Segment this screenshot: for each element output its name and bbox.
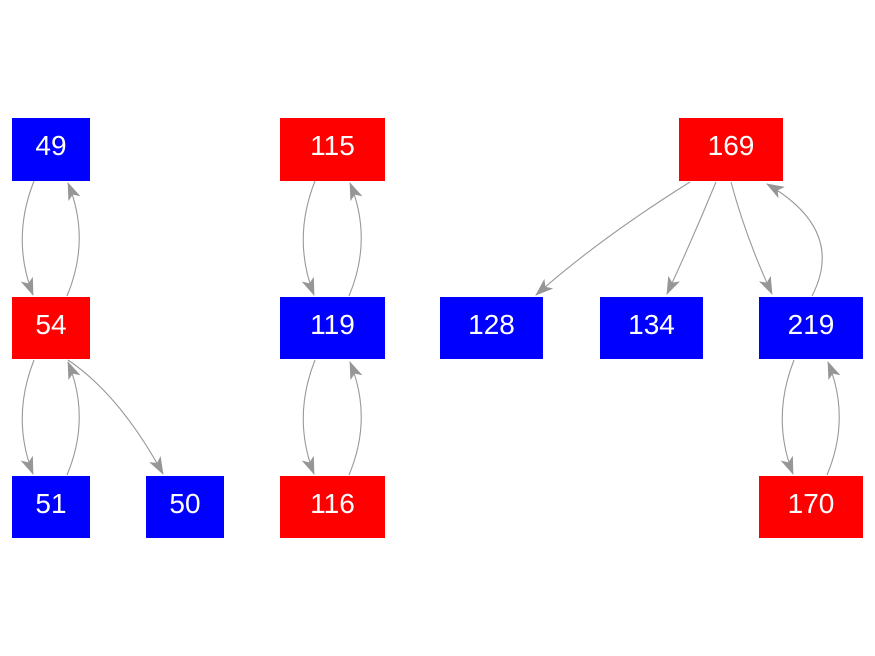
node-116: 116 xyxy=(280,476,385,538)
edge-169-128 xyxy=(535,181,691,296)
node-50: 50 xyxy=(146,476,224,538)
node-115: 115 xyxy=(280,118,385,181)
node-label: 119 xyxy=(310,308,355,340)
edge-115-119 xyxy=(301,180,316,296)
node-134: 134 xyxy=(600,297,703,359)
node-label: 116 xyxy=(310,487,355,519)
node-54: 54 xyxy=(12,297,90,359)
edge-51-54 xyxy=(66,361,81,476)
edge-219-169 xyxy=(766,183,823,297)
edge-54-51 xyxy=(20,359,35,475)
node-label: 170 xyxy=(787,487,835,519)
edge-54-49 xyxy=(66,182,81,297)
edge-119-115 xyxy=(348,182,363,297)
edge-54-50 xyxy=(67,359,164,475)
edge-170-219 xyxy=(826,361,841,476)
node-170: 170 xyxy=(759,476,863,538)
node-label: 51 xyxy=(35,487,67,519)
node-label: 219 xyxy=(787,308,835,340)
node-label: 54 xyxy=(35,308,67,340)
edge-169-219 xyxy=(730,181,773,295)
node-49: 49 xyxy=(12,118,90,181)
edge-116-119 xyxy=(348,361,363,476)
node-label: 134 xyxy=(628,308,675,340)
node-119: 119 xyxy=(280,297,385,359)
node-label: 128 xyxy=(468,308,515,340)
edge-119-116 xyxy=(301,359,316,475)
edge-169-134 xyxy=(666,181,717,295)
edge-219-170 xyxy=(780,359,795,475)
node-label: 115 xyxy=(310,130,355,161)
node-169: 169 xyxy=(679,118,783,181)
node-51: 51 xyxy=(12,476,90,538)
node-label: 49 xyxy=(35,130,67,161)
edge-49-54 xyxy=(20,180,35,296)
node-219: 219 xyxy=(759,297,863,359)
node-label: 50 xyxy=(169,487,201,519)
node-128: 128 xyxy=(440,297,543,359)
node-label: 169 xyxy=(707,130,755,161)
